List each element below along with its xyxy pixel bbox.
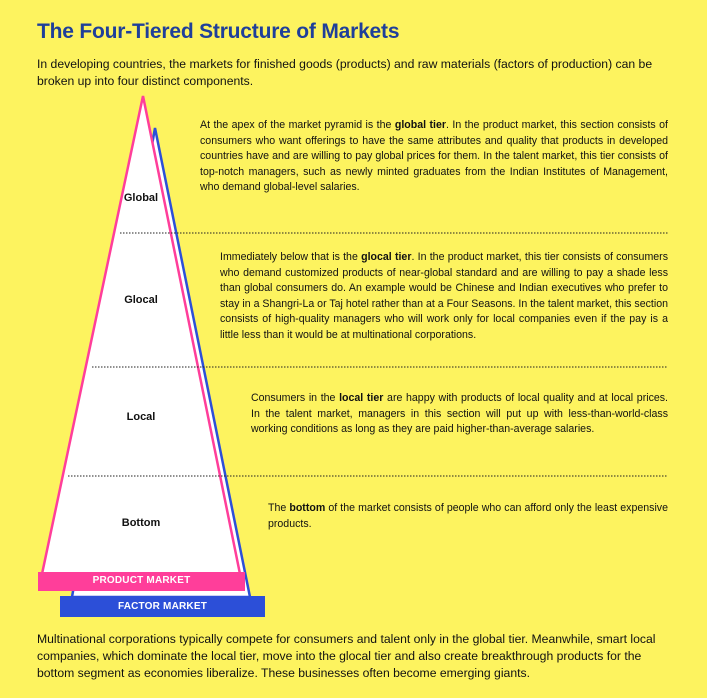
tier-description-glocal: Immediately below that is the glocal tie…	[220, 251, 668, 341]
tier-term-global: global tier	[394, 119, 446, 131]
intro-text: In developing countries, the markets for…	[37, 57, 653, 88]
tier-label-local: Local	[126, 411, 156, 423]
tier-description-global: At the apex of the market pyramid is the…	[200, 119, 668, 193]
tier-term-bottom: bottom	[289, 502, 326, 514]
tier-term-local: local tier	[339, 392, 384, 404]
factor-market-label: FACTOR MARKET	[117, 601, 208, 612]
tier-label-glocal: Glocal	[124, 294, 158, 306]
tier-description-local: Consumers in the local tier are happy wi…	[251, 392, 668, 435]
factor-market-base	[60, 596, 265, 617]
tier-description-bottom: The bottom of the market consists of peo…	[268, 502, 668, 530]
product-market-label: PRODUCT MARKET	[92, 575, 191, 586]
conclusion-text: Multinational corporations typically com…	[37, 632, 656, 680]
tier-label-global: Global	[123, 192, 159, 204]
product-market-base	[38, 572, 245, 591]
page-title: The Four-Tiered Structure of Markets	[37, 20, 400, 43]
tier-label-bottom: Bottom	[121, 517, 161, 529]
tier-term-glocal: glocal tier	[361, 251, 412, 263]
